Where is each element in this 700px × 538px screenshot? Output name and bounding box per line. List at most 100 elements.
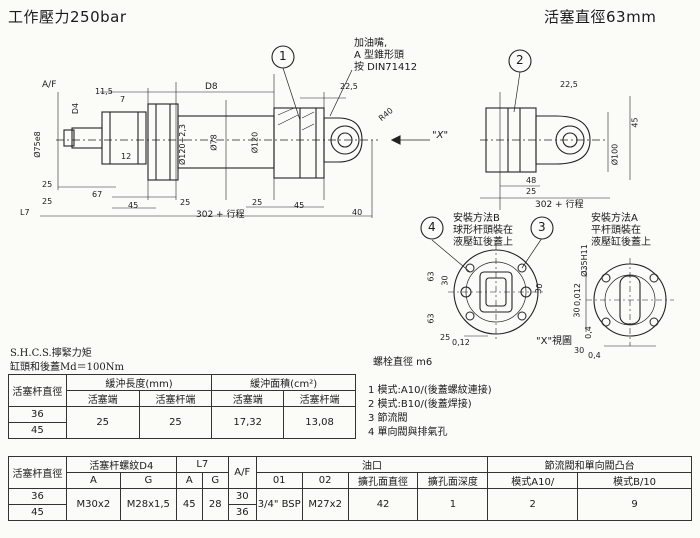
dim-25-c: 25 [180, 198, 191, 207]
header-af: A/F [227, 456, 257, 489]
screw-dia-label: 螺栓直徑 m6 [373, 357, 433, 368]
dim-stroke-main: 302 + 行程 [196, 210, 245, 220]
sub-a: A [175, 472, 203, 489]
sub-mode-a10: 模式A10/ [487, 472, 579, 489]
dim-25-e: 25 [526, 187, 537, 196]
dim-phi35: Ø35H11 [579, 244, 589, 277]
dim-phi100: Ø100 [610, 143, 620, 166]
dim-phi78: Ø78 [209, 134, 219, 151]
dim-30-b: 30 [533, 282, 545, 295]
legend-item: 1 模式:A10/(後蓋螺紋連接) [368, 385, 492, 396]
cell-boss-a: 2 [487, 488, 579, 521]
dim-25-f: 25 [440, 333, 451, 342]
dim-stroke-side: 302 + 行程 [535, 200, 584, 210]
sub-02: 02 [301, 472, 349, 489]
dim-11-5: 11,5 [95, 87, 113, 96]
header-oil-port: 油口 [255, 456, 489, 473]
dim-af: A/F [42, 80, 57, 90]
mount-b-note: 安裝方法B 球形杆頭裝在 液壓缸後蓋上 [453, 213, 513, 248]
legend-item: 3 節流閥 [368, 413, 408, 424]
dim-0-012: 0,012 [572, 283, 582, 306]
dim-25-b: 25 [42, 197, 53, 206]
sub-piston-end: 活塞端 [211, 390, 285, 407]
cell-l7-g: 28 [201, 488, 229, 521]
dim-d8: D8 [205, 82, 218, 92]
legend-item: 2 模式:B10/(後蓋焊接) [368, 399, 472, 410]
dim-l7: L7 [20, 208, 30, 217]
cushion-table: 活塞杆直徑 緩沖長度(mm) 緩沖面積(cm²) 活塞端 活塞杆端 活塞端 活塞… [8, 374, 356, 439]
callout-4-circle [420, 216, 444, 240]
callout-2: 2 [516, 53, 524, 67]
view-x-caption: "X"視圖 [536, 336, 573, 347]
dim-0-4: 0,4 [583, 326, 593, 339]
cell-area-piston: 17,32 [211, 406, 285, 439]
row-rod-36: 36 [8, 406, 67, 423]
piston-rod [71, 127, 103, 149]
dim-d4: D4 [71, 102, 81, 115]
sub-a: A [65, 472, 121, 489]
dim-30-a: 30 [440, 275, 450, 286]
right-title: 活塞直徑63mm [544, 8, 657, 26]
dim-45-a: 45 [128, 201, 139, 210]
cell-af-45: 36 [227, 504, 257, 521]
cell-boss-b: 9 [577, 488, 692, 521]
cell-len-rod: 25 [138, 406, 213, 439]
header-rod-dia: 活塞杆直徑 [8, 374, 67, 407]
dim-48: 48 [526, 176, 537, 185]
sub-mode-b10: 模式B/10 [577, 472, 692, 489]
callout-4: 4 [428, 220, 436, 234]
oil-port-note: 加油嘴, A 型錐形頭 按 DIN71412 [354, 38, 418, 73]
callout-3-circle [530, 216, 554, 240]
dim-25-d: 25 [252, 198, 263, 207]
cell-af-36: 30 [227, 488, 257, 505]
torque-value: 缸頭和後蓋Md＝100Nm [10, 362, 124, 373]
dim-45-b: 45 [294, 201, 305, 210]
cell-port-01: 3/4" BSP [255, 488, 303, 521]
dim-40: 40 [352, 208, 363, 217]
dim-22-5-b: 22,5 [560, 80, 578, 89]
sub-spot-dia: 擴孔面直徑 [347, 472, 419, 489]
sub-01: 01 [255, 472, 303, 489]
dim-63-a: 63 [426, 271, 436, 282]
sub-spot-depth: 擴孔面深度 [417, 472, 489, 489]
mount-a-note: 安裝方法A 平杆頭裝在 液壓缸後蓋上 [591, 213, 651, 248]
callout-3: 3 [538, 220, 546, 234]
cell-thread-a: M30x2 [65, 488, 121, 521]
legend: 1 模式:A10/(後蓋螺紋連接) 2 模式:B10/(後蓋焊接) 3 節流閥 … [368, 384, 492, 440]
sub-rod-end: 活塞杆端 [138, 390, 213, 407]
cell-area-rod: 13,08 [283, 406, 356, 439]
dim-12: 12 [121, 152, 132, 161]
dim-phi120: Ø120 [250, 131, 260, 154]
sub-g: G [119, 472, 177, 489]
legend-item: 4 單向閥與排氣孔 [368, 427, 448, 438]
dim-phi120-23: Ø120+2,3 [178, 124, 187, 165]
dim-0-4-b: 0,4 [588, 351, 601, 360]
header-cushion-length: 緩沖長度(mm) [65, 374, 213, 391]
dim-63-b: 63 [426, 313, 436, 324]
dim-45-c: 45 [630, 117, 640, 128]
header-rod-thread: 活塞杆螺紋D4 [65, 456, 177, 473]
torque-title: S.H.C.S.擰緊力矩 [10, 348, 92, 359]
dim-22-5: 22,5 [340, 82, 358, 91]
row-rod-45: 45 [8, 422, 67, 439]
dim-30-c: 30 [572, 307, 582, 318]
sub-rod-end: 活塞杆端 [283, 390, 356, 407]
cylinder-head [101, 111, 147, 165]
row-rod-36: 36 [8, 488, 67, 505]
cell-spot-depth: 1 [417, 488, 489, 521]
dim-25-a: 25 [42, 180, 53, 189]
view-x-arrow-label: "X" [432, 130, 449, 141]
callout-2-circle [508, 49, 532, 73]
callout-1: 1 [279, 49, 287, 63]
thread-port-table: 活塞杆直徑 活塞杆螺紋D4 L7 A/F 油口 節流閥和單向閥凸台 A G A … [8, 456, 692, 521]
dim-67: 67 [92, 190, 103, 199]
header-cushion-area: 緩沖面積(cm²) [211, 374, 356, 391]
dim-phi75e8: Ø75e8 [32, 131, 42, 158]
clevis-side [535, 115, 591, 165]
front-flange [147, 103, 179, 181]
sub-piston-end: 活塞端 [65, 390, 140, 407]
dim-30-d: 30 [574, 346, 585, 355]
cell-l7-a: 45 [175, 488, 203, 521]
sub-g: G [201, 472, 229, 489]
